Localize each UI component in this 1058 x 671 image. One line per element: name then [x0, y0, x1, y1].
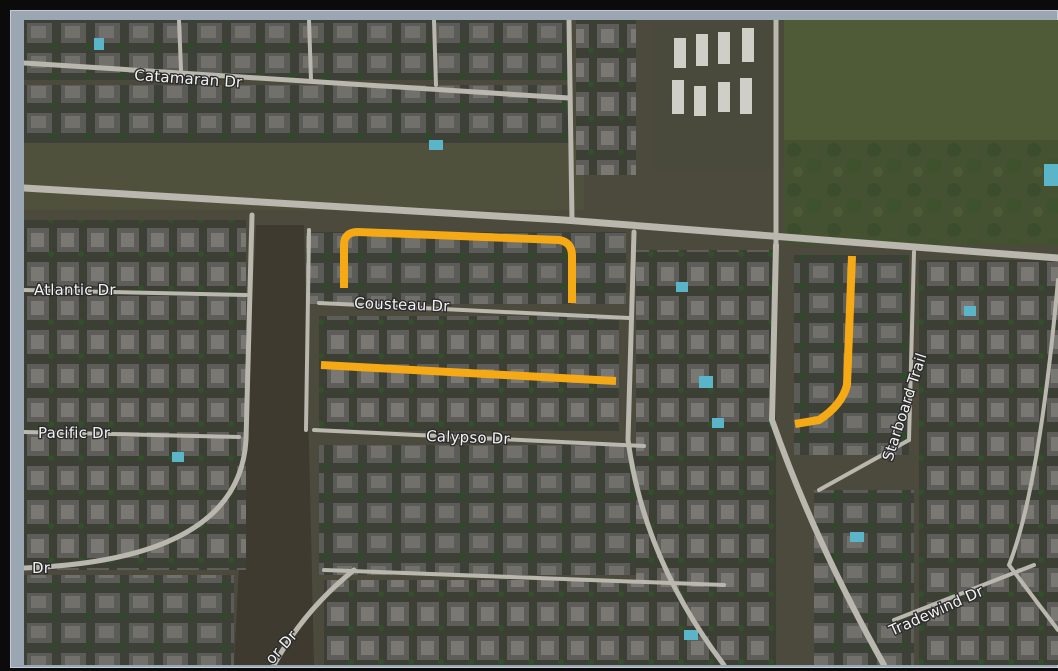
drainage-strip: [24, 140, 584, 210]
satellite-map[interactable]: Catamaran Dr Atlantic Dr Cousteau Dr Pac…: [24, 20, 1058, 665]
street-label-pacific: Pacific Dr: [38, 424, 111, 442]
mobile-homes: [672, 28, 754, 116]
block-south-west: [24, 575, 234, 665]
street-label-atlantic: Atlantic Dr: [34, 281, 116, 299]
street-label-calypso: Calypso Dr: [426, 427, 511, 448]
street-label-cousteau: Cousteau Dr: [354, 294, 451, 315]
tree-area: [784, 140, 1058, 245]
street-label-dr-left: Dr: [32, 559, 51, 577]
block-north-east: [576, 20, 636, 175]
drainage-channel: [234, 225, 314, 665]
map-canvas: Catamaran Dr Atlantic Dr Cousteau Dr Pac…: [24, 20, 1058, 665]
highlighted-segments: [320, 228, 856, 428]
highlight-east-curve: [794, 255, 856, 428]
highlight-mid-line: [320, 361, 617, 385]
block-west: [24, 220, 246, 570]
road-network: [24, 20, 1058, 665]
pools: [94, 38, 1058, 640]
block-north-row-1: [24, 20, 569, 80]
block-south-calypso: [319, 445, 649, 575]
block-east-4: [814, 490, 914, 665]
block-east-1: [636, 250, 776, 665]
highlight-north-loop: [340, 228, 576, 303]
